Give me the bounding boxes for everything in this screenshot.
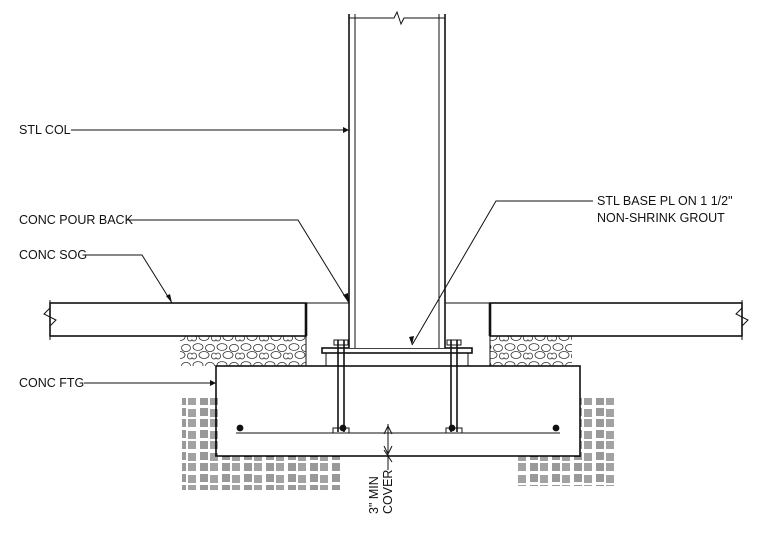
label-conc-ftg: CONC FTG	[19, 376, 84, 390]
label-stl-col: STL COL	[19, 123, 71, 137]
leader-stl-base-pl	[411, 200, 593, 346]
anchor-bolt-left	[332, 339, 350, 434]
slab-on-grade-right	[489, 302, 743, 337]
grout-pad	[325, 352, 469, 367]
slab-break-right	[735, 300, 749, 340]
rebar-dot-2	[339, 424, 347, 432]
label-conc-sog: CONC SOG	[19, 248, 87, 262]
soil-left	[182, 398, 218, 490]
label-stl-base-pl-line1: STL BASE PL ON 1 1/2"	[597, 194, 733, 208]
rebar-dot-3	[448, 424, 456, 432]
gravel-right	[490, 336, 572, 366]
soil-right	[580, 398, 616, 486]
label-cover-line2: COVER	[381, 470, 395, 514]
leader-conc-sog	[84, 254, 173, 304]
soil-bottom-right	[518, 456, 582, 486]
label-cover-line1: 3" MIN	[367, 476, 381, 514]
column-break-line	[349, 10, 445, 26]
concrete-footing	[215, 365, 581, 457]
steel-column-body	[349, 14, 445, 348]
soil-bottom-left	[216, 456, 340, 490]
anchor-bolt-right	[445, 339, 463, 434]
label-stl-base-pl-line2: NON-SHRINK GROUT	[597, 211, 725, 225]
label-conc-pour-back: CONC POUR BACK	[19, 213, 134, 227]
gravel-left	[180, 336, 306, 366]
slab-on-grade-left	[49, 302, 307, 337]
rebar-dot-4	[552, 424, 560, 432]
rebar-dot-1	[236, 424, 244, 432]
cover-dimension	[380, 424, 396, 470]
slab-break-left	[43, 300, 57, 340]
leader-conc-pour-back	[126, 219, 350, 304]
